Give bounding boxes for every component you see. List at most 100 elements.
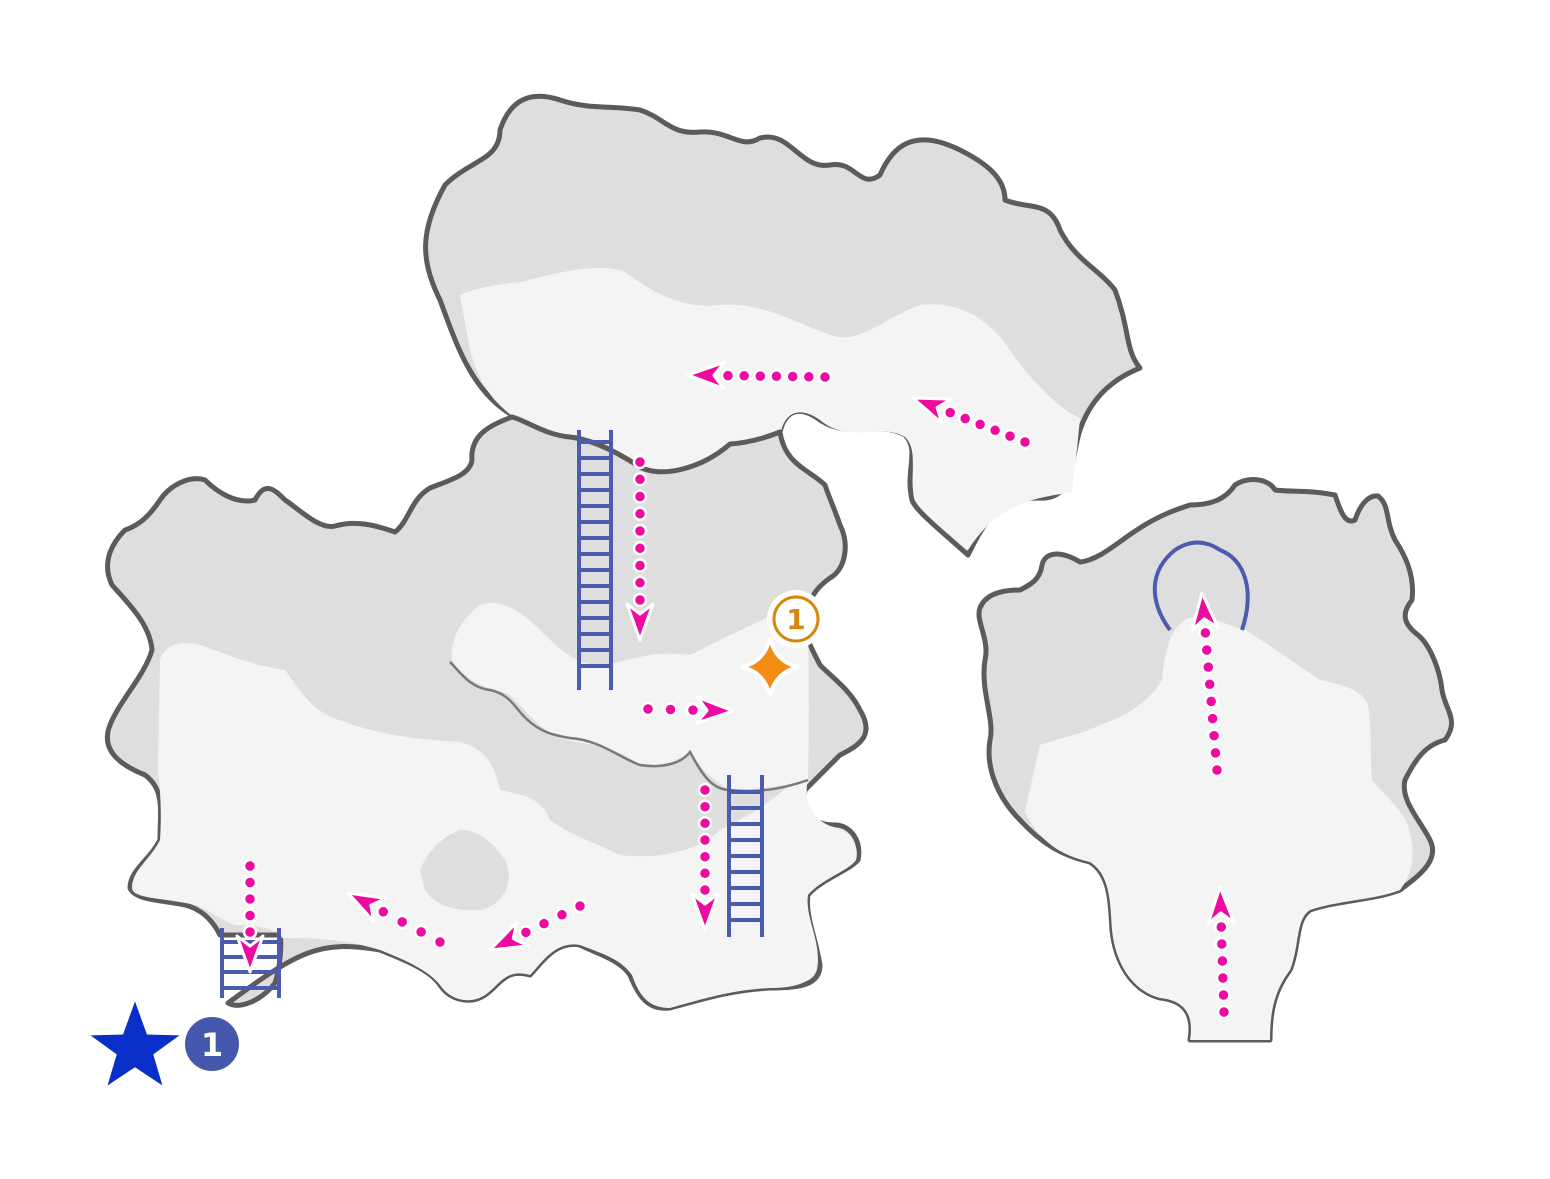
route-dot (1202, 677, 1217, 692)
route-dot (632, 575, 648, 591)
left-cave-floor-main (132, 643, 857, 1008)
route-dot (1002, 428, 1018, 444)
route-dot (817, 369, 833, 385)
route-dot (987, 423, 1003, 438)
route-dot (697, 799, 713, 814)
left-cave-rock (420, 830, 509, 911)
ladder-upper (577, 430, 613, 690)
route-arrow-lower-left-a (488, 898, 588, 952)
route-dot (1214, 936, 1230, 952)
route-dot (697, 782, 713, 798)
route-arrowhead (346, 891, 388, 923)
item-marker: 1 (740, 590, 825, 697)
route-dot (632, 592, 648, 608)
start-marker-number: 1 (201, 1026, 223, 1064)
route-dot (753, 368, 768, 384)
route-dot (1205, 711, 1220, 726)
route-dot (413, 924, 429, 940)
route-dot (632, 489, 648, 504)
ladder-lower (220, 928, 281, 998)
route-dot (632, 558, 648, 573)
route-arrowhead (625, 602, 655, 642)
cave-exit-arch (1152, 540, 1250, 632)
route-arrowhead (235, 934, 265, 974)
route-dot (1216, 1004, 1232, 1020)
route-dot (242, 875, 258, 890)
left-cave-floor-upper (451, 602, 809, 790)
route-dot (572, 898, 588, 914)
route-dot (942, 405, 958, 420)
route-dot (663, 702, 678, 717)
route-arrow-upper-left (686, 361, 833, 390)
start-marker: 1 (81, 992, 239, 1093)
route-arrowhead (911, 396, 953, 425)
route-arrows (235, 361, 1236, 1020)
route-dot (1017, 434, 1033, 450)
route-arrowhead (695, 695, 735, 725)
route-dot (697, 816, 713, 831)
route-dot (720, 368, 736, 383)
route-arrowhead (686, 361, 726, 390)
item-marker-number: 1 (786, 603, 805, 636)
upper-cave-floor (460, 267, 1080, 550)
route-dot (697, 882, 713, 898)
route-dot (785, 369, 800, 384)
route-arrowhead (1206, 885, 1236, 925)
route-dot (1216, 987, 1231, 1003)
route-dot (685, 702, 701, 718)
route-dot (1203, 694, 1219, 709)
star-icon (81, 992, 189, 1093)
route-dot (536, 916, 552, 931)
route-dot (1206, 728, 1222, 743)
route-dot (697, 832, 713, 848)
route-dot (242, 858, 258, 874)
route-dot (632, 454, 648, 470)
route-dot (1215, 953, 1230, 969)
upper-cave (423, 93, 1143, 558)
route-dot (1201, 659, 1216, 675)
route-dot (242, 924, 258, 940)
route-dot (242, 891, 258, 907)
ladder-middle (727, 775, 764, 937)
route-dot (1214, 919, 1229, 935)
route-arrowhead (690, 892, 720, 932)
route-arrow-lower-left-b (346, 891, 448, 950)
route-dot (394, 914, 410, 930)
route-arrow-exit-down (235, 858, 265, 974)
route-dot (1198, 625, 1213, 641)
route-arrowhead (1190, 591, 1220, 632)
route-dot (640, 701, 656, 717)
route-dot (801, 369, 817, 385)
route-dot (518, 925, 534, 940)
route-dot (697, 849, 713, 864)
route-dot (972, 417, 988, 432)
route-dot (432, 934, 448, 950)
route-dot (1199, 642, 1215, 658)
start-marker-badge (185, 1017, 239, 1071)
route-dot (632, 523, 648, 539)
route-dot (1208, 745, 1223, 761)
route-dot (632, 541, 648, 556)
right-cave-floor (1025, 616, 1413, 1040)
route-arrow-lower-down (690, 782, 720, 932)
route-dot (1209, 762, 1225, 778)
item-marker-badge (772, 595, 820, 643)
route-dot (376, 904, 391, 920)
route-dot (554, 907, 570, 923)
sparkle-star-icon (740, 637, 800, 697)
route-dot (242, 908, 258, 923)
route-dot (769, 369, 784, 384)
route-arrow-upper-diagonal (911, 396, 1033, 450)
route-arrow-middle-right (640, 695, 735, 725)
route-arrow-right-upper (1190, 591, 1225, 778)
route-dot (632, 472, 648, 487)
route-dot (957, 411, 973, 426)
route-dot (632, 506, 648, 522)
route-dot (736, 368, 752, 384)
route-dot (1215, 970, 1231, 986)
route-arrow-right-lower (1206, 885, 1236, 1020)
route-arrow-ladder-down (625, 454, 655, 642)
route-arrowhead (488, 921, 530, 952)
route-dot (697, 866, 713, 881)
